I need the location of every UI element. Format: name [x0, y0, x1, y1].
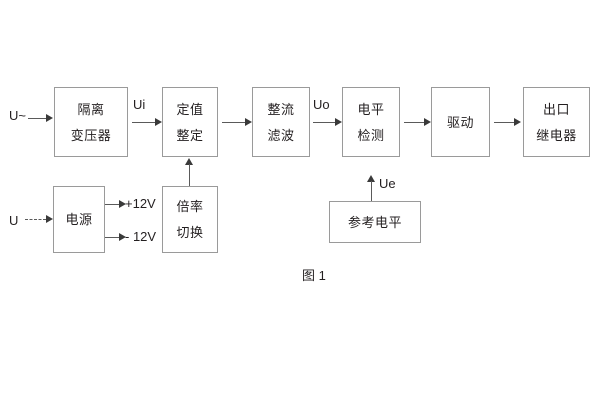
rail-label-negative: - 12V	[125, 229, 157, 244]
block-reference-level-line1: 参考电平	[347, 214, 402, 230]
block-multiplier-switch-line2: 切换	[176, 225, 204, 240]
block-setting-value[interactable]: 定值 整定	[162, 87, 218, 157]
signal-label-ui: Ui	[133, 97, 146, 112]
figure-caption: 图 1	[302, 268, 326, 283]
block-level-detection-line1: 电平	[357, 101, 385, 117]
arrow-level-detection-to-drive	[404, 118, 431, 127]
block-drive[interactable]: 驱动	[431, 87, 490, 157]
block-isolation-transformer-line1: 隔离	[77, 101, 105, 117]
arrow-setting-value-to-rectify-filter	[222, 118, 252, 127]
block-drive-line1: 驱动	[446, 114, 474, 130]
block-output-relay[interactable]: 出口 继电器	[523, 87, 590, 157]
block-multiplier-switch-line1: 倍率	[176, 199, 204, 214]
block-power-supply[interactable]: 电源	[53, 186, 105, 253]
input-label-ac: U~	[9, 108, 26, 123]
arrow-rail-negative	[105, 233, 126, 242]
block-isolation-transformer-line2: 变压器	[70, 127, 112, 143]
arrow-multiplier-switch-to-setting-value	[185, 158, 194, 186]
block-level-detection[interactable]: 电平 检测	[342, 87, 400, 157]
block-reference-level[interactable]: 参考电平	[329, 201, 421, 243]
block-output-relay-line2: 继电器	[536, 127, 577, 143]
block-rectify-filter[interactable]: 整流 滤波	[252, 87, 310, 157]
signal-label-ue: Ue	[379, 176, 396, 191]
arrow-rectify-filter-to-level-detection	[313, 118, 342, 127]
block-level-detection-line2: 检测	[357, 127, 385, 143]
arrow-drive-to-output-relay	[494, 118, 521, 127]
arrow-ac-to-isolation-transformer	[28, 114, 53, 123]
block-setting-value-line2: 整定	[176, 127, 204, 143]
block-rectify-filter-line1: 整流	[267, 101, 295, 117]
input-label-dc: U	[9, 213, 19, 228]
block-output-relay-line1: 出口	[542, 101, 570, 117]
block-isolation-transformer[interactable]: 隔离 变压器	[54, 87, 128, 157]
arrow-rail-positive	[105, 200, 126, 209]
arrow-dc-to-power-supply	[25, 215, 53, 224]
block-power-supply-line1: 电源	[65, 212, 93, 227]
block-setting-value-line1: 定值	[176, 101, 204, 117]
signal-label-uo: Uo	[313, 97, 330, 112]
block-multiplier-switch[interactable]: 倍率 切换	[162, 186, 218, 253]
arrow-isolation-transformer-to-setting-value	[132, 118, 162, 127]
rail-label-positive: +12V	[125, 196, 156, 211]
arrow-reference-level-to-level-detection	[367, 175, 376, 201]
block-rectify-filter-line2: 滤波	[267, 127, 295, 143]
